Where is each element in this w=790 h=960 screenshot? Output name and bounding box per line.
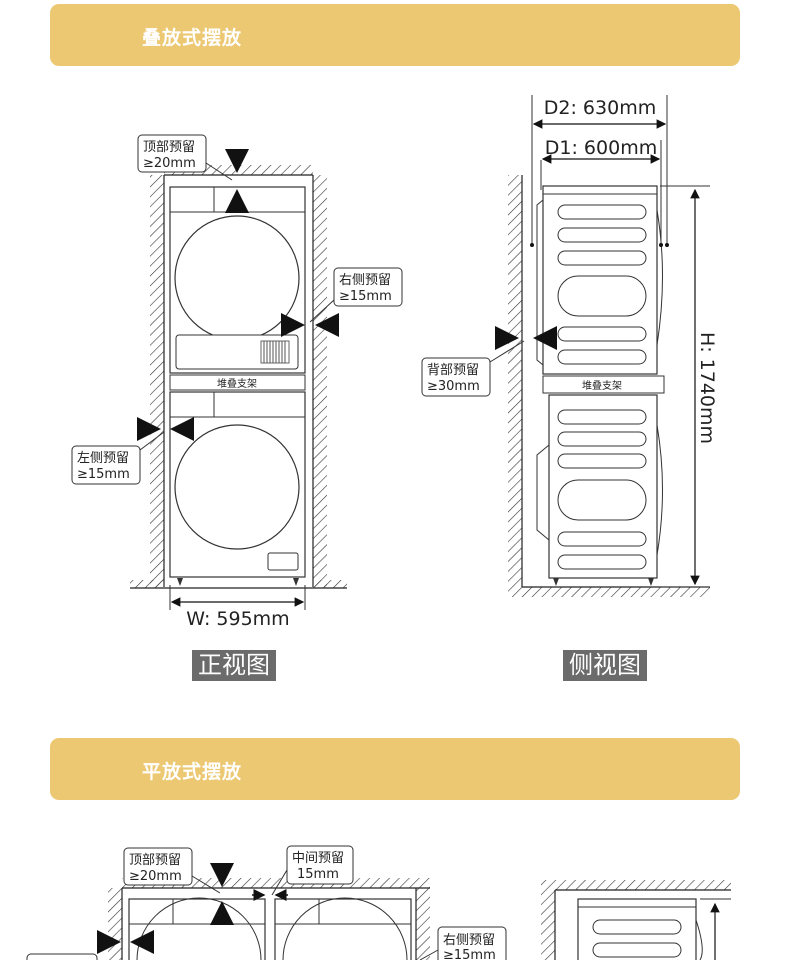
back-clearance-value: ≥30mm	[427, 379, 480, 394]
stack-bracket-label: 堆叠支架	[217, 378, 257, 390]
left-wall	[150, 175, 164, 587]
side-stack-bracket-label: 堆叠支架	[582, 380, 622, 392]
flat-right-clearance-name: 右侧预留	[443, 933, 495, 948]
section-title-stacked: 叠放式摆放	[142, 28, 243, 49]
side-view: 堆叠支架 D2: 630mm D1: 600mm 背部预留 ≥30mm	[421, 95, 718, 597]
washer-door	[174, 424, 300, 550]
flat-view: 顶部预留 ≥20mm 中间预留 15mm 右侧预留 ≥15mm	[26, 845, 731, 960]
left-clearance-value: ≥15mm	[77, 467, 130, 482]
flat-top-clearance-callout	[123, 847, 193, 886]
side-stack-bracket	[542, 375, 665, 394]
left-clearance-callout	[71, 445, 141, 485]
floor	[508, 587, 710, 597]
d1-dimension: D1: 600mm	[545, 137, 657, 159]
top-clearance-name: 顶部预留	[143, 140, 195, 155]
dryer-door	[174, 215, 300, 341]
top-clearance-callout	[137, 134, 207, 173]
d2-dimension: D2: 630mm	[544, 97, 656, 119]
height-dimension: H: 1740mm	[696, 332, 718, 444]
vent-grille	[260, 340, 290, 364]
right-clearance-callout	[333, 267, 403, 307]
flat-right-clearance-value: ≥15mm	[443, 948, 496, 960]
side-view-label: 侧视图	[563, 650, 647, 681]
back-wall	[508, 175, 522, 587]
flat-top-clearance-value: ≥20mm	[129, 869, 182, 884]
section-banner-stacked: 叠放式摆放	[50, 4, 740, 66]
width-dimension: W: 595mm	[186, 608, 289, 630]
middle-clearance-name: 中间预留	[292, 851, 344, 866]
flat-right-clearance-callout	[437, 926, 507, 960]
right-clearance-value: ≥15mm	[339, 289, 392, 304]
front-view: 堆叠支架 顶部预留 ≥20mm 右侧预留 ≥15mm 左侧预留 ≥15mm	[71, 134, 403, 630]
section-title-flat: 平放式摆放	[142, 762, 243, 783]
front-view-label: 正视图	[192, 650, 276, 681]
right-wall	[313, 175, 327, 587]
middle-clearance-value: 15mm	[297, 867, 339, 882]
flat-top-clearance-name: 顶部预留	[129, 853, 181, 868]
top-clearance-value: ≥20mm	[143, 156, 196, 171]
left-clearance-name: 左侧预留	[77, 451, 129, 466]
right-clearance-name: 右侧预留	[339, 273, 391, 288]
stack-bracket	[169, 374, 306, 391]
back-clearance-callout	[421, 357, 491, 397]
back-clearance-name: 背部预留	[427, 363, 479, 378]
section-banner-flat: 平放式摆放	[50, 738, 740, 800]
middle-clearance-callout	[286, 845, 354, 885]
